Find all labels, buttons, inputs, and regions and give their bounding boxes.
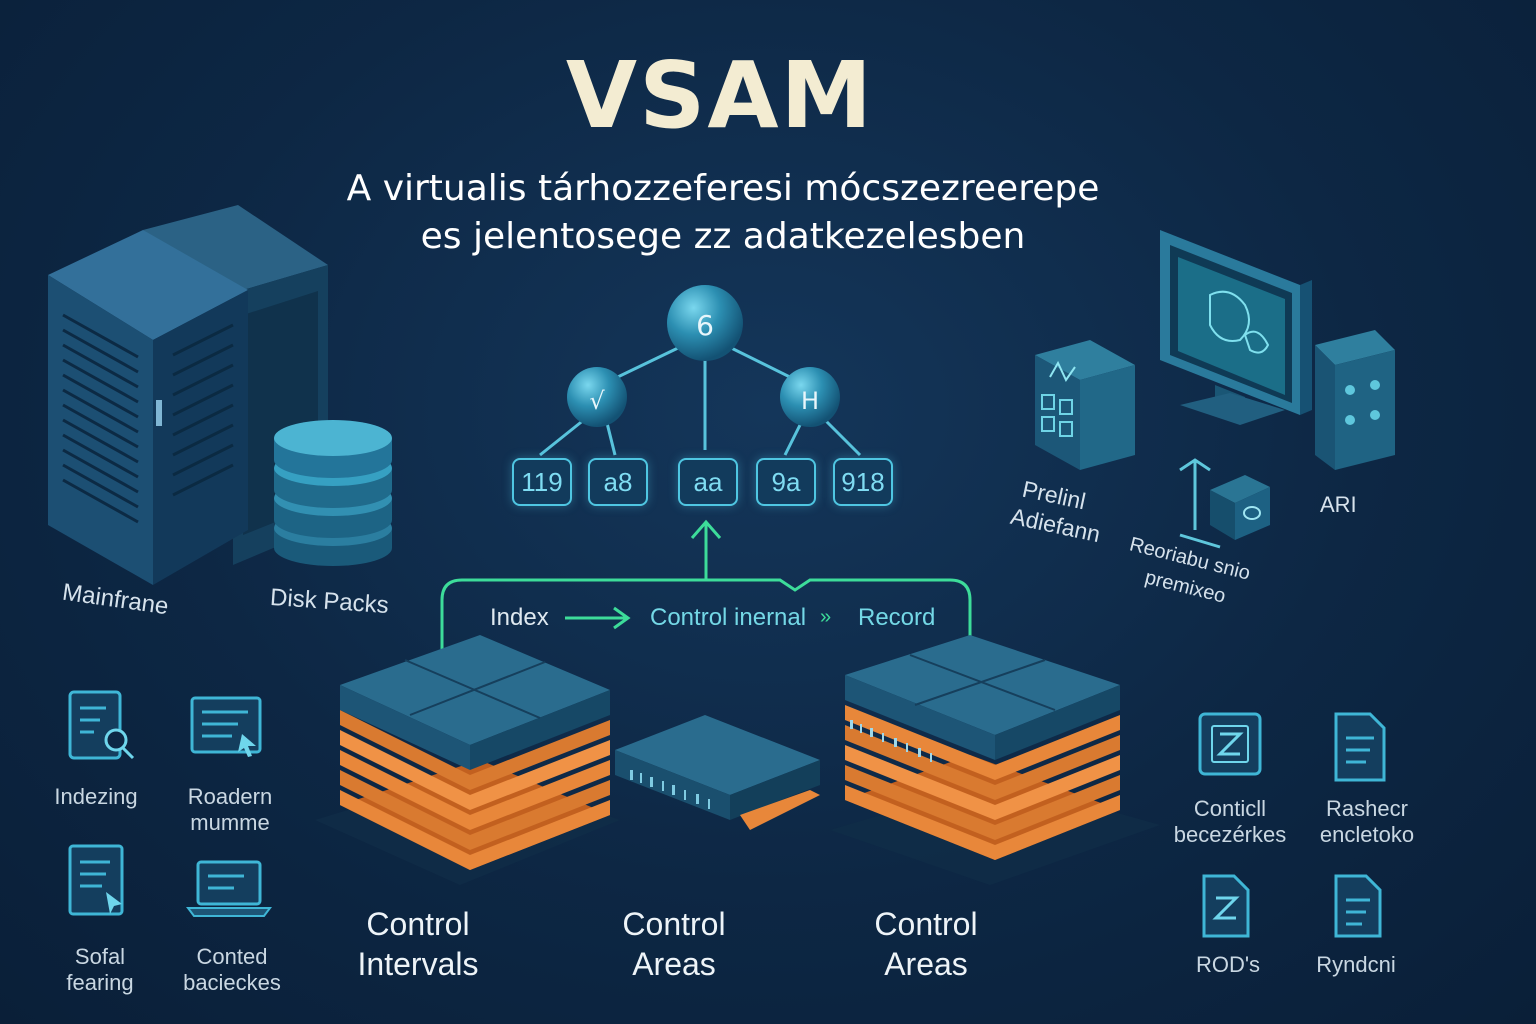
feature-label-rods: ROD's <box>1172 952 1284 978</box>
control-area-stack <box>845 635 1120 860</box>
control-areas-middle-line-1: Control <box>622 906 726 942</box>
feature-rashecr-line-2: encletoko <box>1319 822 1415 847</box>
feature-indexing-line-1: Indezing <box>54 784 138 809</box>
flow-step-index: Index <box>490 604 549 631</box>
file-icon <box>1334 874 1382 938</box>
subtitle-line-2: es jelentosege zz adatkezelesben <box>420 216 1026 257</box>
control-areas-label-right: Control Areas <box>856 904 996 984</box>
monitor-icon <box>1160 230 1312 425</box>
tree-leaf: a8 <box>588 458 648 506</box>
tower-icon <box>1315 330 1395 470</box>
subtitle-line-1: A virtualis tárhozzeferesi mócszezreerep… <box>346 168 1100 209</box>
tree-leaf: aa <box>678 458 738 506</box>
file-icon <box>1202 874 1250 938</box>
index-search-icon <box>68 690 135 760</box>
tree-root-label: 6 <box>696 309 714 342</box>
feature-label-sofal: Sofal fearing <box>44 944 156 996</box>
feature-label-roadern: Roadern mumme <box>170 784 290 836</box>
record-screen-icon <box>190 696 262 757</box>
device-label-5: ARI <box>1320 492 1357 517</box>
feature-label-ryndcni: Ryndcni <box>1300 952 1412 978</box>
page-title: VSAM <box>565 42 875 149</box>
tree-right-node <box>780 367 840 427</box>
control-area-slab <box>615 715 820 830</box>
feature-conticll-line-2: becezérkes <box>1173 822 1287 847</box>
laptop-icon <box>186 860 272 917</box>
tree-leaf: 9a <box>756 458 816 506</box>
tree-right-label: H <box>801 387 819 415</box>
feature-conted-line-1: Conted <box>196 944 268 969</box>
control-storage-diagram <box>315 635 1160 885</box>
tree-leaf: 119 <box>512 458 572 506</box>
control-areas-right-line-1: Control <box>874 906 978 942</box>
document-icon <box>68 844 124 916</box>
tree-left-node <box>567 367 627 427</box>
control-areas-middle-line-2: Areas <box>632 946 716 982</box>
feature-label-indexing: Indezing <box>40 784 152 810</box>
feature-ryndcni-line-1: Ryndcni <box>1316 952 1396 977</box>
feature-rods-line-1: ROD's <box>1195 952 1261 977</box>
feature-conticll-line-1: Conticll <box>1193 796 1267 821</box>
flow-step-record: Record <box>858 604 936 631</box>
device-cluster-icon <box>1035 230 1395 549</box>
chip-icon <box>1198 712 1262 776</box>
file-icon <box>1334 712 1386 782</box>
feature-label-conted: Conted bacieckes <box>170 944 294 996</box>
lock-icon <box>1210 475 1270 540</box>
feature-sofal-line-1: Sofal <box>74 944 126 969</box>
feature-roadern-line-1: Roadern <box>187 784 273 809</box>
feature-sofal-line-2: fearing <box>66 970 134 995</box>
control-areas-label-middle: Control Areas <box>604 904 744 984</box>
feature-label-rashecr: Rashecr encletoko <box>1300 796 1434 848</box>
antenna-icon <box>1179 458 1221 549</box>
disk-packs-label: Disk Packs <box>269 583 390 620</box>
tree-root-node <box>667 285 743 361</box>
feature-rashecr-line-1: Rashecr <box>1326 796 1408 821</box>
control-areas-right-line-2: Areas <box>884 946 968 982</box>
index-tree-diagram: 6 √ H <box>539 285 862 457</box>
control-intervals-line-1: Control <box>366 906 470 942</box>
disk-stack-icon <box>274 420 392 566</box>
control-interval-stack <box>340 635 610 870</box>
feature-label-conticll: Conticll becezérkes <box>1160 796 1300 848</box>
flow-connector <box>440 519 972 660</box>
control-intervals-line-2: Intervals <box>357 946 479 982</box>
control-intervals-label: Control Intervals <box>348 904 488 984</box>
feature-conted-line-2: bacieckes <box>183 970 281 995</box>
tree-leaf: 918 <box>833 458 893 506</box>
tree-left-label: √ <box>589 387 605 415</box>
feature-roadern-line-2: mumme <box>190 810 270 835</box>
cube-chart-icon <box>1035 340 1135 470</box>
flow-step-control: Control inernal <box>650 604 807 631</box>
chevron-right-icon: » <box>820 606 832 628</box>
